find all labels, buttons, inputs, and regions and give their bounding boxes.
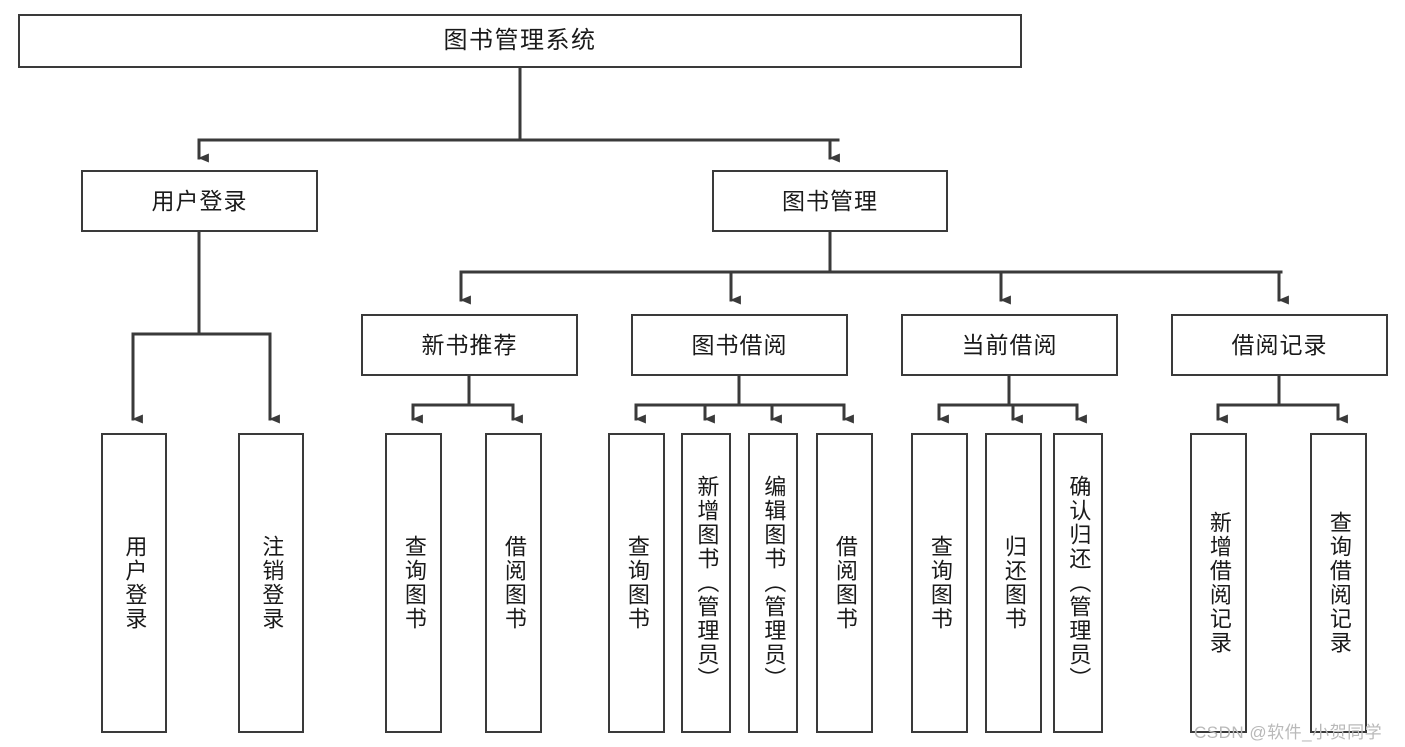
node-root-label: 图书管理系统 [443,27,597,55]
leaf-add-record[interactable]: 新增借阅记录 [1190,433,1247,733]
leaf-edit-book[interactable]: 编辑图书（管理员） [748,433,798,733]
node-current-borrow[interactable]: 当前借阅 [901,314,1118,376]
node-borrow-record[interactable]: 借阅记录 [1171,314,1388,376]
leaf-return-book[interactable]: 归还图书 [985,433,1042,733]
node-new-book-recommend-label: 新书推荐 [421,331,518,358]
leaf-borrow-book-1-label: 借阅图书 [501,535,527,631]
node-new-book-recommend[interactable]: 新书推荐 [361,314,578,376]
leaf-add-book[interactable]: 新增图书（管理员） [681,433,731,733]
leaf-add-book-label: 新增图书（管理员） [694,475,720,691]
leaf-edit-book-label: 编辑图书（管理员） [761,475,787,691]
leaf-user-logout-label: 注销登录 [259,535,285,631]
leaf-user-login-label: 用户登录 [122,535,148,631]
leaf-query-book-2[interactable]: 查询图书 [608,433,665,733]
node-root[interactable]: 图书管理系统 [18,14,1022,68]
node-book-borrow-label: 图书借阅 [691,331,788,358]
leaf-add-record-label: 新增借阅记录 [1206,511,1232,655]
leaf-borrow-book-2[interactable]: 借阅图书 [816,433,873,733]
node-user-login-label: 用户登录 [151,187,248,214]
node-borrow-record-label: 借阅记录 [1231,331,1328,358]
leaf-query-record[interactable]: 查询借阅记录 [1310,433,1367,733]
node-book-borrow[interactable]: 图书借阅 [631,314,848,376]
leaf-confirm-return-label: 确认归还（管理员） [1066,475,1092,691]
node-user-login[interactable]: 用户登录 [81,170,318,232]
leaf-query-book-3-label: 查询图书 [927,535,953,631]
leaf-user-logout[interactable]: 注销登录 [238,433,304,733]
leaf-query-book-1[interactable]: 查询图书 [385,433,442,733]
leaf-query-book-2-label: 查询图书 [624,535,650,631]
node-current-borrow-label: 当前借阅 [961,331,1058,358]
leaf-query-book-3[interactable]: 查询图书 [911,433,968,733]
leaf-query-book-1-label: 查询图书 [401,535,427,631]
leaf-confirm-return[interactable]: 确认归还（管理员） [1053,433,1103,733]
leaf-return-book-label: 归还图书 [1001,535,1027,631]
leaf-query-record-label: 查询借阅记录 [1326,511,1352,655]
leaf-borrow-book-1[interactable]: 借阅图书 [485,433,542,733]
node-book-manage-label: 图书管理 [782,187,878,214]
leaf-borrow-book-2-label: 借阅图书 [832,535,858,631]
node-book-manage[interactable]: 图书管理 [712,170,948,232]
csdn-watermark: CSDN @软件_小贺同学 [1194,723,1383,742]
leaf-user-login[interactable]: 用户登录 [101,433,167,733]
